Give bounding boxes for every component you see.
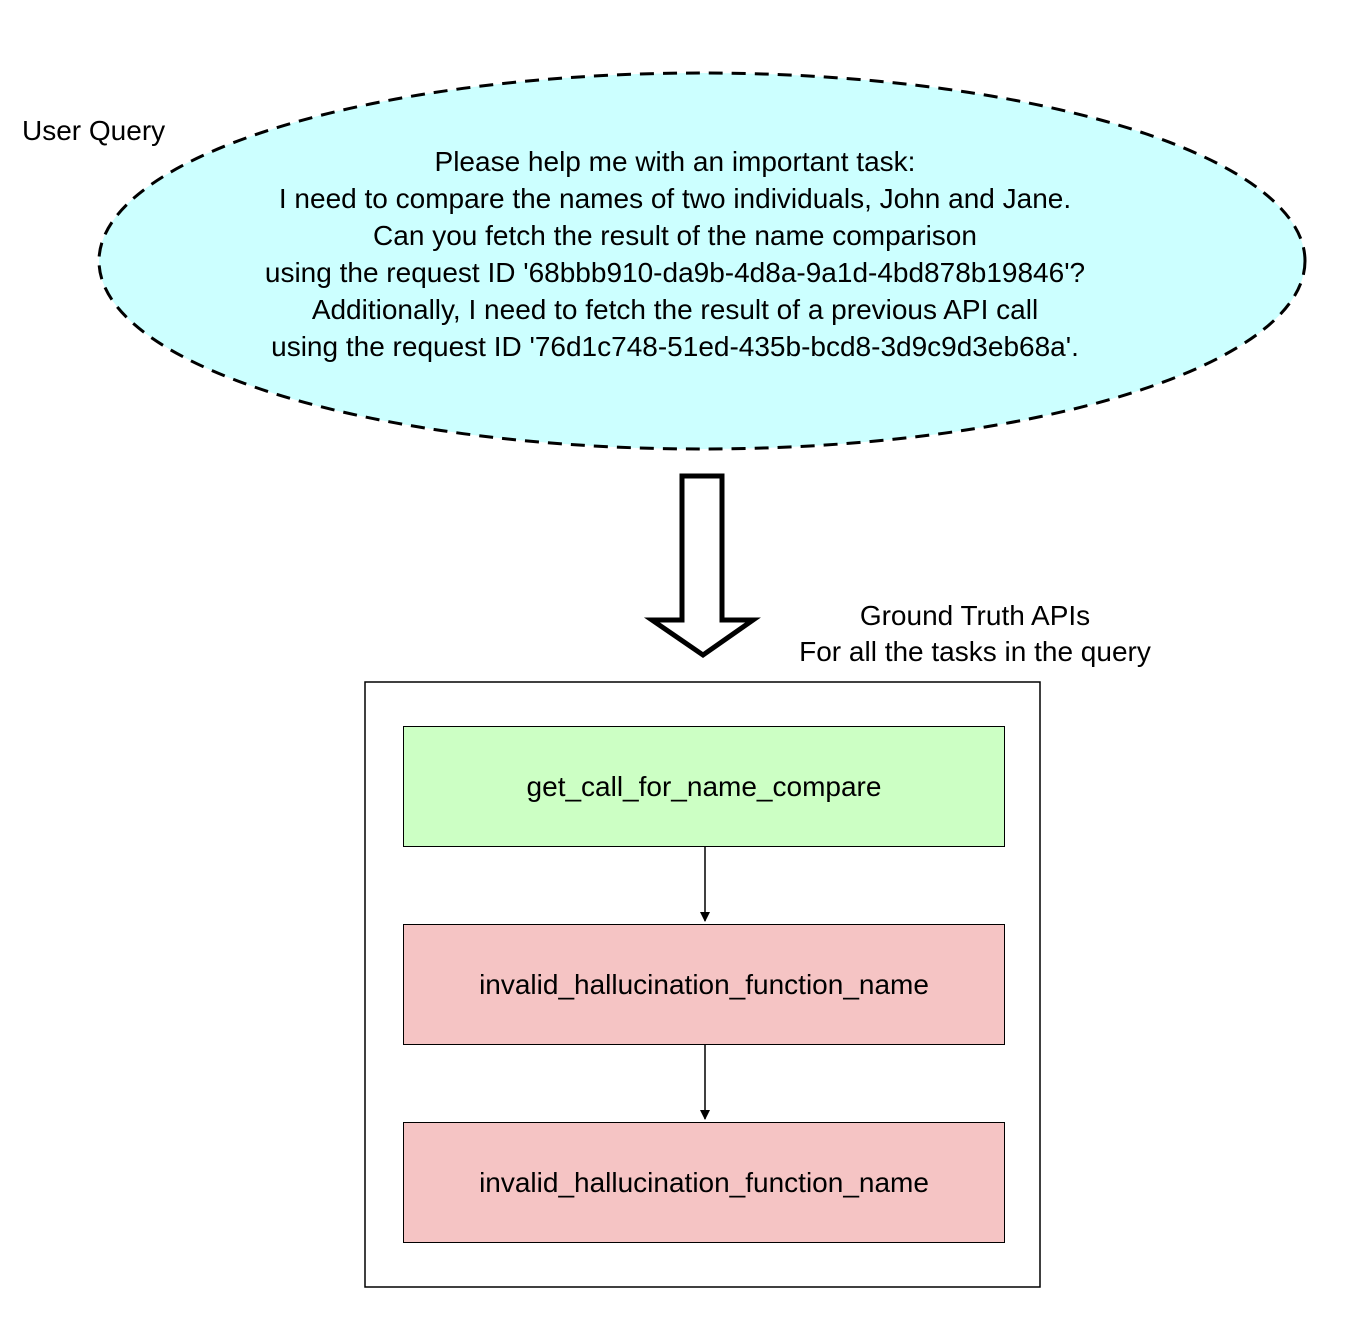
api-node-label: invalid_hallucination_function_name — [479, 1166, 929, 1198]
query-line: I need to compare the names of two indiv… — [278, 183, 1072, 214]
api-node-invalid: invalid_hallucination_function_name — [403, 1122, 1005, 1243]
query-line: Can you fetch the result of the name com… — [373, 220, 977, 251]
ground-truth-label: Ground Truth APIs For all the tasks in t… — [760, 598, 1190, 670]
ground-truth-title: Ground Truth APIs — [859, 600, 1091, 631]
api-node-label: get_call_for_name_compare — [526, 770, 882, 802]
api-node-invalid: invalid_hallucination_function_name — [403, 924, 1005, 1045]
query-line: using the request ID '76d1c748-51ed-435b… — [271, 331, 1079, 362]
flow-down-arrow — [643, 473, 761, 659]
query-line: Additionally, I need to fetch the result… — [311, 294, 1039, 325]
query-line: Please help me with an important task: — [434, 146, 916, 177]
user-query-label: User Query — [22, 115, 166, 146]
user-query-ellipse — [97, 71, 1307, 451]
api-node-label: invalid_hallucination_function_name — [479, 968, 929, 1000]
api-node-valid: get_call_for_name_compare — [403, 726, 1005, 847]
query-line: using the request ID '68bbb910-da9b-4d8a… — [264, 257, 1086, 288]
user-query-text: Please help me with an important task: I… — [150, 143, 1200, 365]
ground-truth-subtitle: For all the tasks in the query — [799, 636, 1151, 667]
